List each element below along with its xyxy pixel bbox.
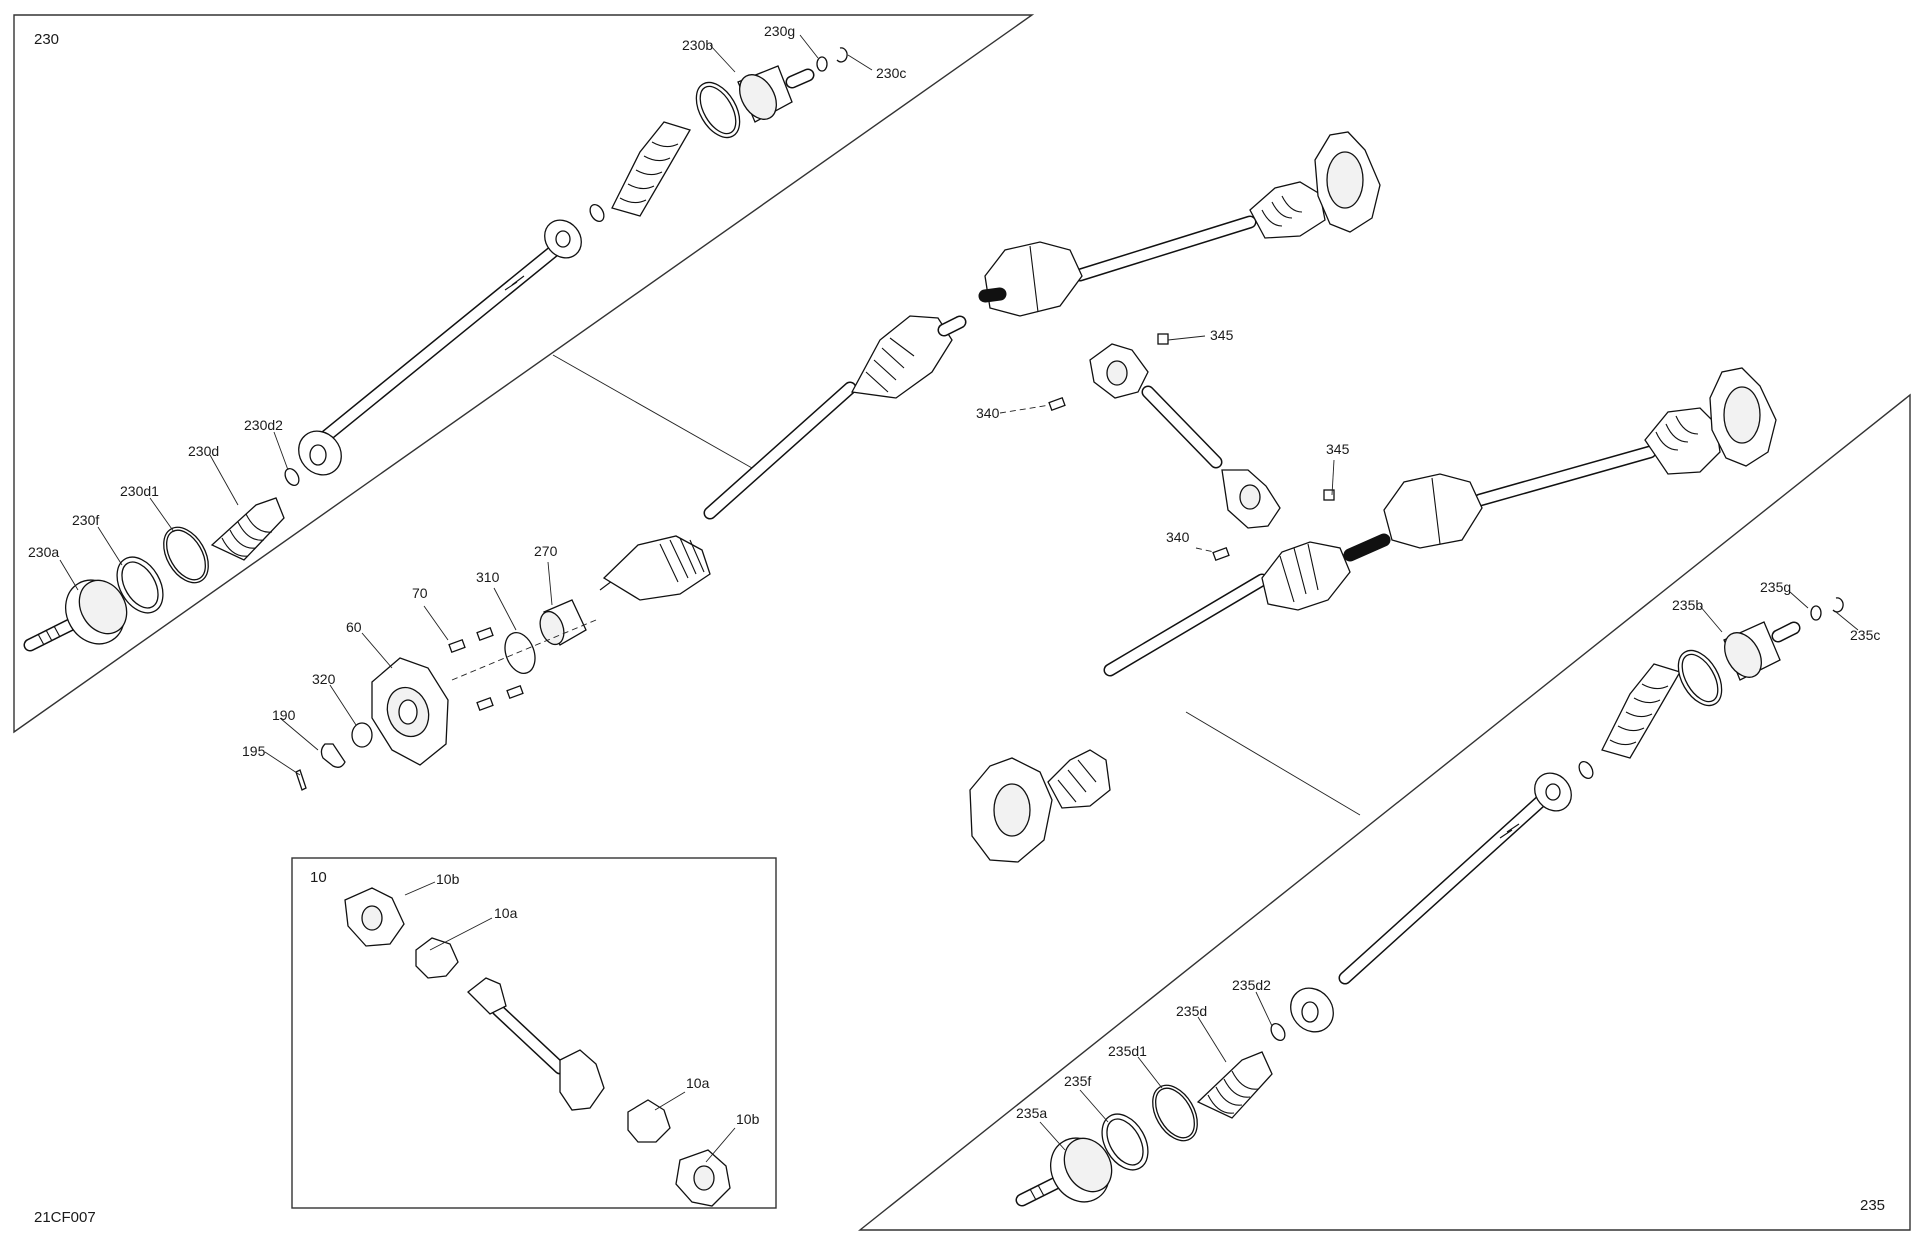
group-10-parts [344,887,731,1207]
label-345-lower: 345 [1326,441,1350,457]
label-235d1: 235d1 [1108,1043,1147,1059]
part-labels: 230 235 10 21CF007 230a 230f 230d1 230d … [28,23,1885,1226]
label-10a-upper: 10a [494,905,518,921]
group-10-frame [291,857,777,1209]
lower-right-shaft [969,367,1777,863]
divider-line [1185,711,1361,816]
label-230c: 230c [876,65,906,81]
label-230d2: 230d2 [244,417,283,433]
label-190: 190 [272,707,296,723]
label-235c: 235c [1850,627,1880,643]
label-10b-upper: 10b [436,871,460,887]
label-345-upper: 345 [1210,327,1234,343]
hub-assembly [295,599,597,791]
leader-lines [59,34,1859,1163]
upper-right-shaft [978,131,1381,317]
group-235-shaft [1015,597,1844,1207]
label-270: 270 [534,543,558,559]
label-235g: 235g [1760,579,1791,595]
label-320: 320 [312,671,336,687]
divider-line [552,354,753,469]
label-235a: 235a [1016,1105,1047,1121]
label-230d: 230d [188,443,219,459]
label-310: 310 [476,569,500,585]
group-230-frame [13,14,1035,734]
label-235d: 235d [1176,1003,1207,1019]
label-235d2: 235d2 [1232,977,1271,993]
label-230f: 230f [72,512,99,528]
group-label-230: 230 [34,31,59,48]
label-10b-lower: 10b [736,1111,760,1127]
group-230-shaft [23,47,848,652]
link-assembly [1048,333,1335,561]
label-230d1: 230d1 [120,483,159,499]
label-230g: 230g [764,23,795,39]
label-60: 60 [346,619,362,635]
label-340-upper: 340 [976,405,1000,421]
label-70: 70 [412,585,428,601]
group-label-10: 10 [310,869,327,886]
label-10a-lower: 10a [686,1075,710,1091]
label-230a: 230a [28,544,59,560]
label-235f: 235f [1064,1073,1091,1089]
group-label-235: 235 [1860,1197,1885,1214]
label-235b: 235b [1672,597,1703,613]
label-195: 195 [242,743,266,759]
drawing-code: 21CF007 [34,1209,96,1226]
center-shaft [599,315,967,601]
label-340-lower: 340 [1166,529,1190,545]
label-230b: 230b [682,37,713,53]
group-235-frame [857,393,1911,1231]
